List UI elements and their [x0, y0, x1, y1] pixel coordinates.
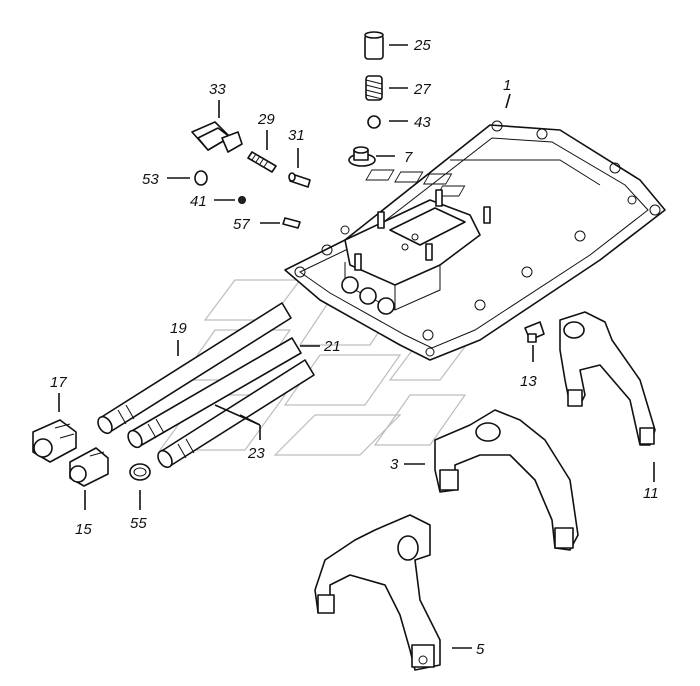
- callout-labels: 1 3 5 7 11 13 15 17 19 21 23 25 27 29 31…: [50, 37, 659, 658]
- ball-41-part: [238, 196, 246, 204]
- shift-rod-23: [157, 359, 315, 469]
- callout-41: 41: [190, 193, 207, 210]
- callout-53: 53: [142, 171, 159, 188]
- callout-43: 43: [414, 114, 431, 131]
- callout-17: 17: [50, 374, 67, 391]
- callout-57: 57: [233, 216, 250, 233]
- callout-7: 7: [404, 149, 413, 166]
- callout-11: 11: [643, 485, 659, 502]
- housing-cover-part: [284, 120, 666, 361]
- shift-fork-3-part: [434, 409, 579, 551]
- head-15-part: [69, 447, 109, 487]
- shift-fork-5-part: [314, 514, 441, 671]
- callout-1: 1: [503, 77, 511, 94]
- threaded-stud-part: [247, 151, 277, 173]
- shift-rod-19: [97, 302, 292, 435]
- callout-27: 27: [413, 81, 431, 98]
- callout-13: 13: [520, 373, 537, 390]
- ring-55-part: [129, 463, 151, 481]
- bolt-13-part: [524, 321, 545, 343]
- ball-43-part: [367, 115, 381, 129]
- callout-31: 31: [288, 127, 305, 144]
- leader-lines: [58, 44, 655, 649]
- shift-rod-21: [127, 337, 302, 449]
- switch-fitting-part: [191, 121, 243, 153]
- callout-25: 25: [413, 37, 431, 54]
- washer-53-part: [194, 170, 208, 186]
- sleeve-part: [364, 31, 384, 60]
- callout-5: 5: [476, 641, 485, 658]
- callout-33: 33: [209, 81, 226, 98]
- spring-part: [365, 75, 383, 101]
- callout-15: 15: [75, 521, 92, 538]
- callout-23: 23: [247, 445, 265, 462]
- pin-57-part: [282, 217, 301, 229]
- callout-19: 19: [170, 320, 187, 337]
- callout-21: 21: [323, 338, 341, 355]
- shift-fork-11-part: [559, 311, 656, 446]
- callout-29: 29: [257, 111, 275, 128]
- pin-31-part: [288, 172, 311, 188]
- head-17-part: [32, 419, 77, 463]
- callout-3: 3: [390, 456, 399, 473]
- plug-part: [348, 146, 376, 167]
- callout-55: 55: [130, 515, 147, 532]
